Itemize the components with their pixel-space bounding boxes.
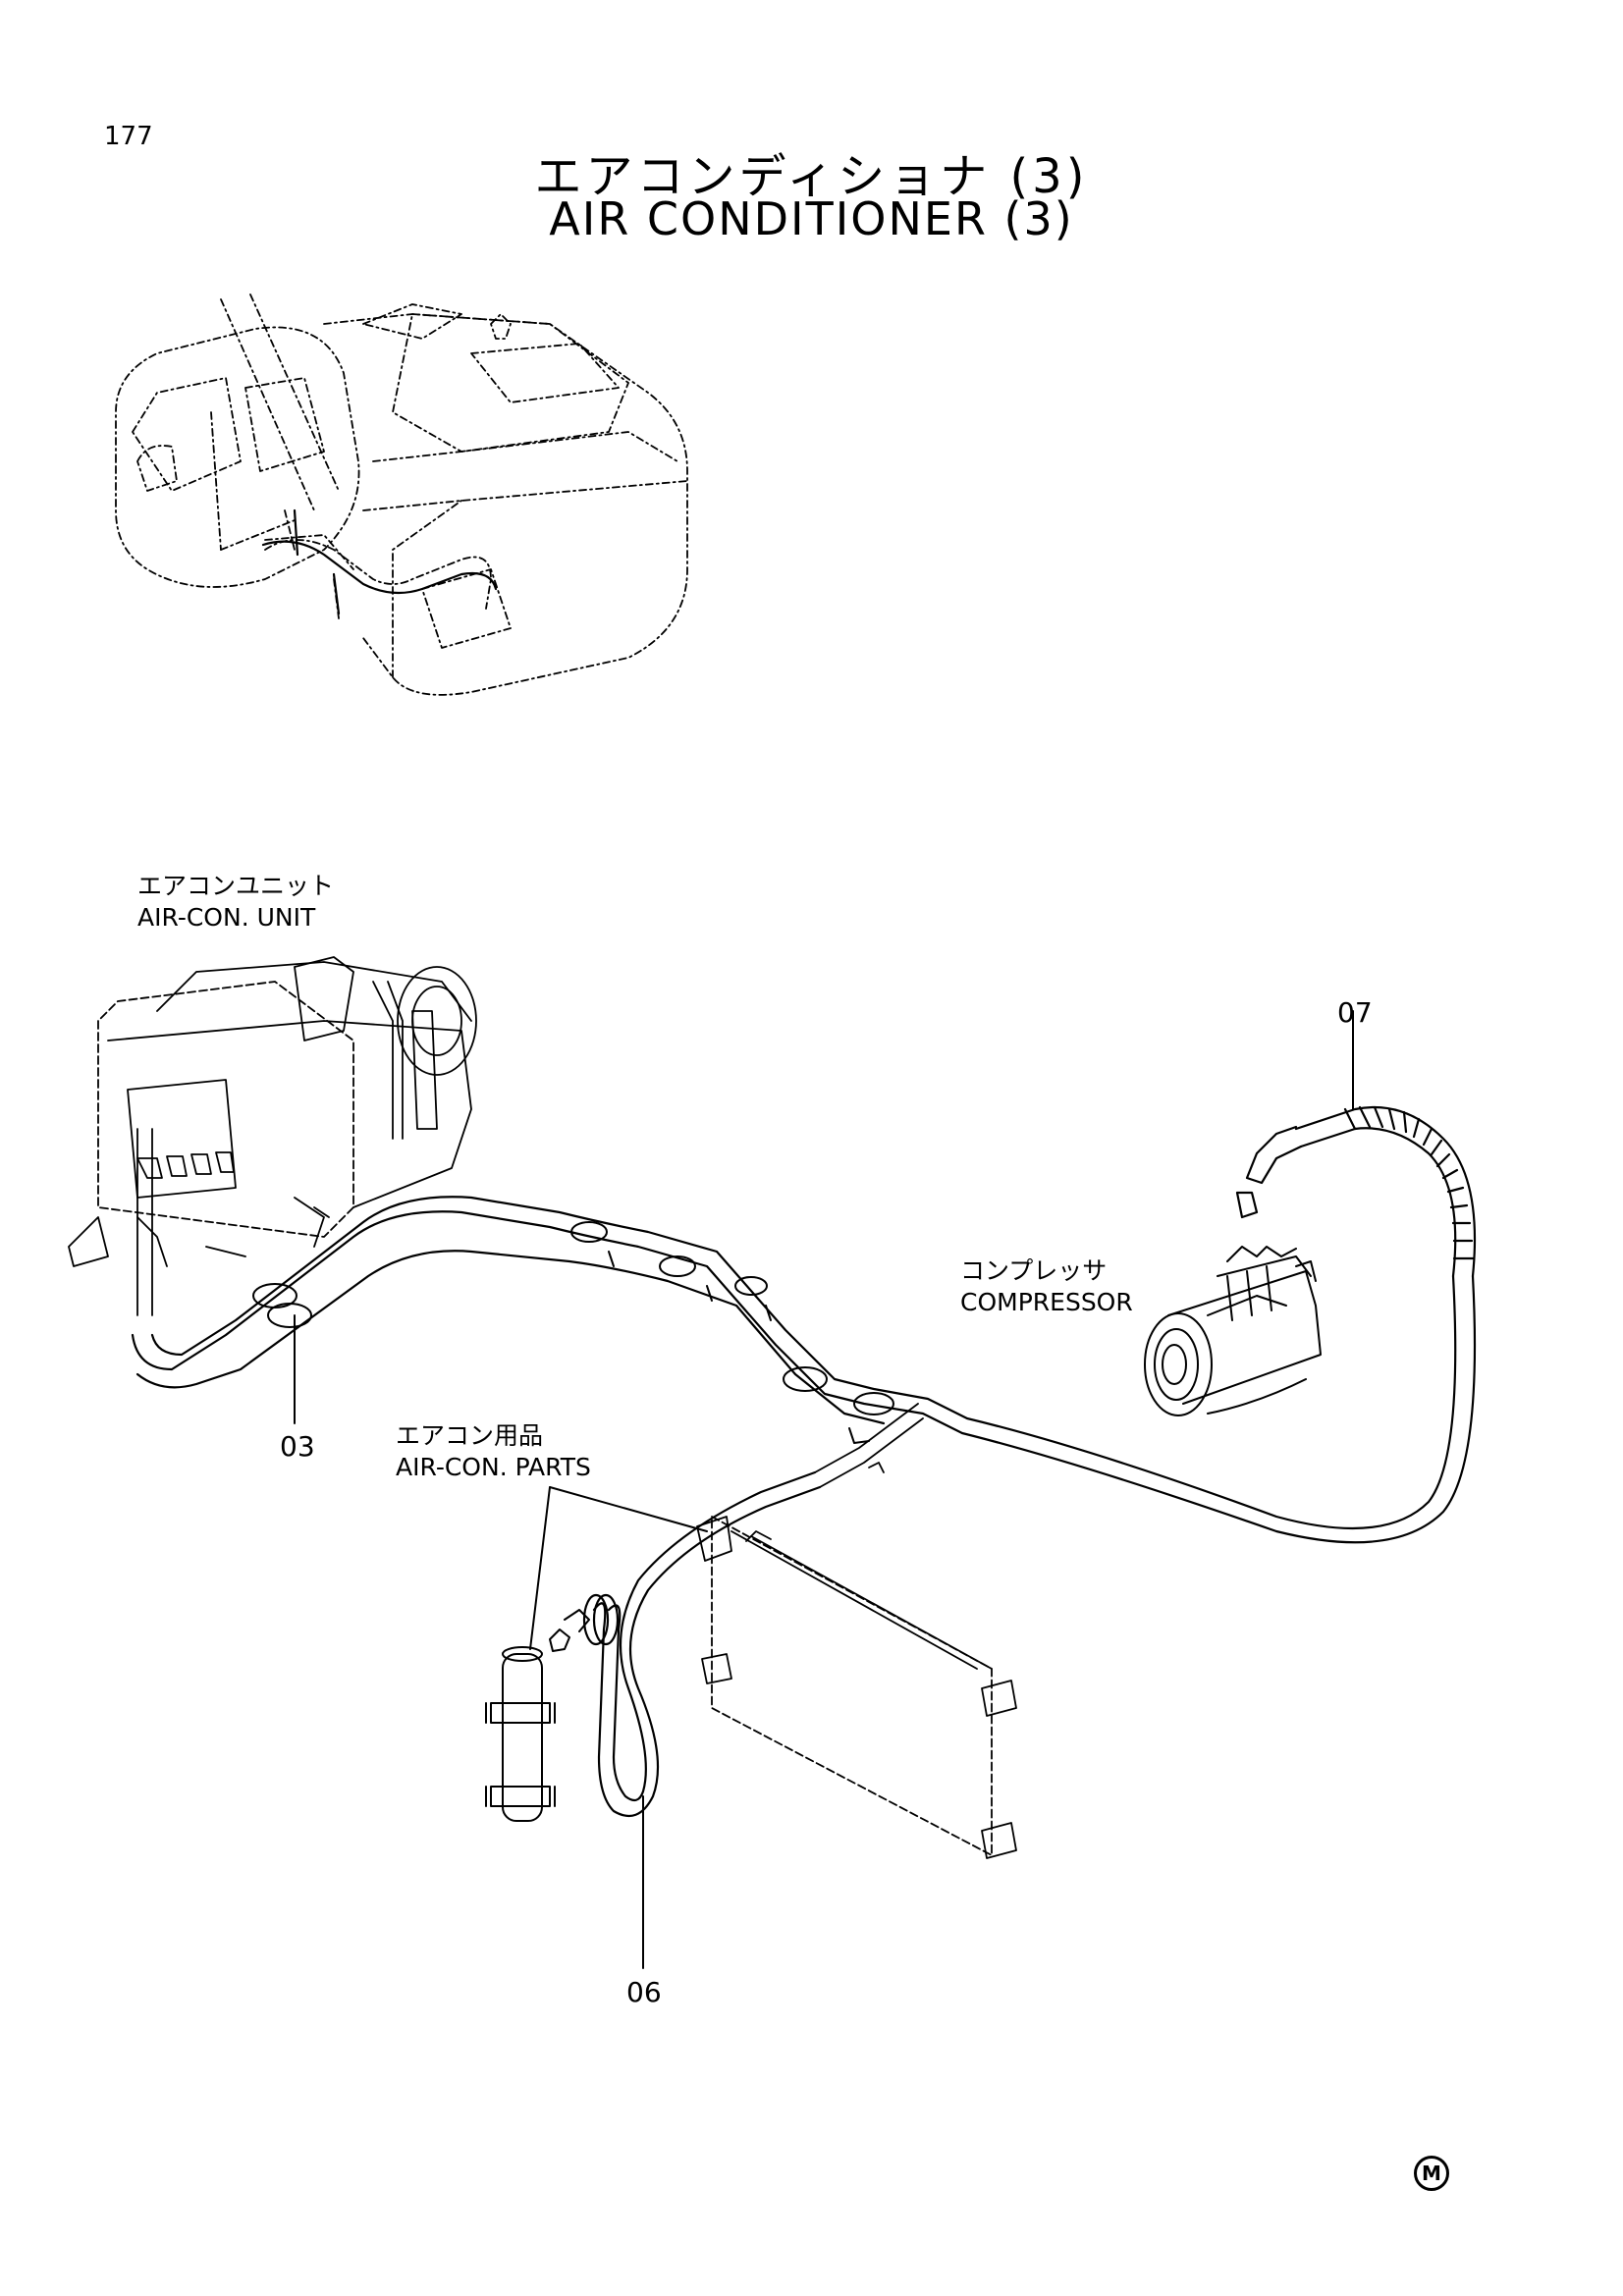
page-title-ja: エアコンディショナ (3) <box>534 149 1089 204</box>
compressor-illustration <box>1144 1246 1322 1416</box>
compressor-label-ja: コンプレッサ <box>960 1256 1108 1285</box>
aircon-unit-label-ja: エアコンユニット <box>137 872 335 900</box>
pipe-clamps <box>252 1221 894 1444</box>
callout-03: 03 <box>280 1430 315 1463</box>
page-number: 177 <box>104 122 153 151</box>
compressor-label-en: COMPRESSOR <box>960 1288 1133 1316</box>
aircon-parts-label-ja: エアコン用品 <box>396 1421 544 1450</box>
receiver-dryer-illustration <box>485 1609 590 1822</box>
callout-06: 06 <box>626 1976 662 2008</box>
aircon-unit-illustration <box>68 956 477 1316</box>
hose-07 <box>1235 1105 1477 1278</box>
overview-highlight-lines <box>261 508 498 615</box>
aircon-parts-label-en: AIR-CON. PARTS <box>396 1453 591 1481</box>
leader-lines <box>294 1010 1354 1969</box>
page-title-en: AIR CONDITIONER (3) <box>549 192 1074 245</box>
refrigerant-pipe-lines <box>131 1196 1477 1544</box>
excavator-overview-illustration <box>115 294 688 696</box>
condenser-illustration <box>696 1403 1017 1859</box>
registered-mark-icon: M <box>1414 2156 1449 2191</box>
aircon-unit-label-en: AIR-CON. UNIT <box>137 903 316 932</box>
callout-07: 07 <box>1337 996 1373 1029</box>
hose-06 <box>582 1470 822 1818</box>
